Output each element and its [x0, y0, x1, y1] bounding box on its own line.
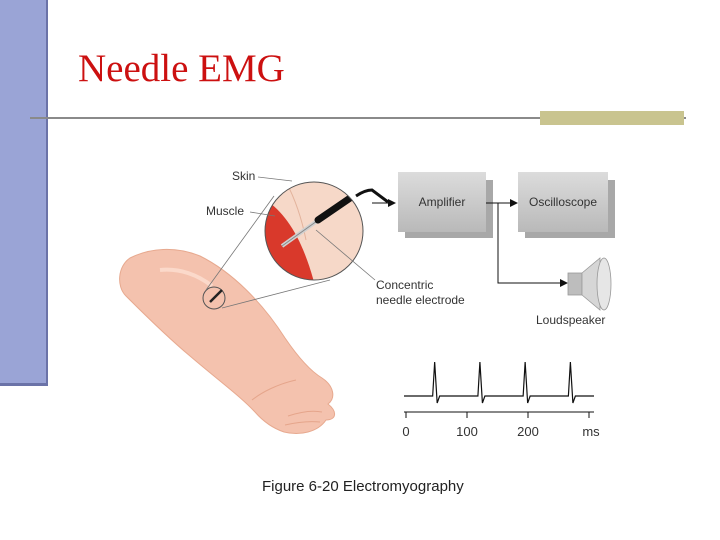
- tick-label-200: 200: [517, 424, 539, 439]
- arrow-to-loudspeaker: [497, 203, 562, 284]
- emg-trace: 0 100 200 ms: [402, 361, 600, 439]
- tick-label-100: 100: [456, 424, 478, 439]
- muscle-label: Muscle: [206, 204, 244, 218]
- amplifier-block: Amplifier: [398, 172, 493, 238]
- title-divider-accent: [540, 111, 684, 125]
- zoom-line-top: [205, 195, 275, 291]
- oscilloscope-block: Oscilloscope: [518, 172, 615, 238]
- amplifier-label: Amplifier: [419, 195, 466, 209]
- electrode-label-line2: needle electrode: [376, 293, 465, 307]
- electrode-leader-line: [315, 229, 376, 281]
- arrowhead-amplifier: [388, 199, 396, 207]
- needle-insertion-circle: [202, 286, 226, 310]
- emg-waveform: [404, 361, 594, 404]
- zoom-line-bottom: [221, 279, 331, 309]
- arm-illustration: [119, 248, 335, 434]
- figure-caption: Figure 6-20 Electromyography: [262, 478, 464, 495]
- title-divider-line: [30, 117, 686, 119]
- electrode-lead: [355, 188, 389, 204]
- skin-leader-line: [257, 176, 293, 182]
- muscle-leader-line: [249, 211, 276, 217]
- tick-label-ms: ms: [582, 424, 600, 439]
- slide-title: Needle EMG: [78, 47, 285, 90]
- tick-label-0: 0: [402, 424, 409, 439]
- magnified-view: [264, 181, 364, 281]
- skin-label: Skin: [232, 169, 255, 183]
- arrowhead-oscilloscope: [510, 199, 518, 207]
- oscilloscope-label: Oscilloscope: [529, 195, 597, 209]
- loudspeaker-icon: [567, 257, 612, 311]
- electrode-label-line1: Concentric: [376, 278, 433, 292]
- arrowhead-loudspeaker: [560, 279, 568, 287]
- loudspeaker-label: Loudspeaker: [536, 313, 605, 327]
- slide-sidebar-bar: [0, 0, 48, 386]
- small-needle: [209, 289, 223, 303]
